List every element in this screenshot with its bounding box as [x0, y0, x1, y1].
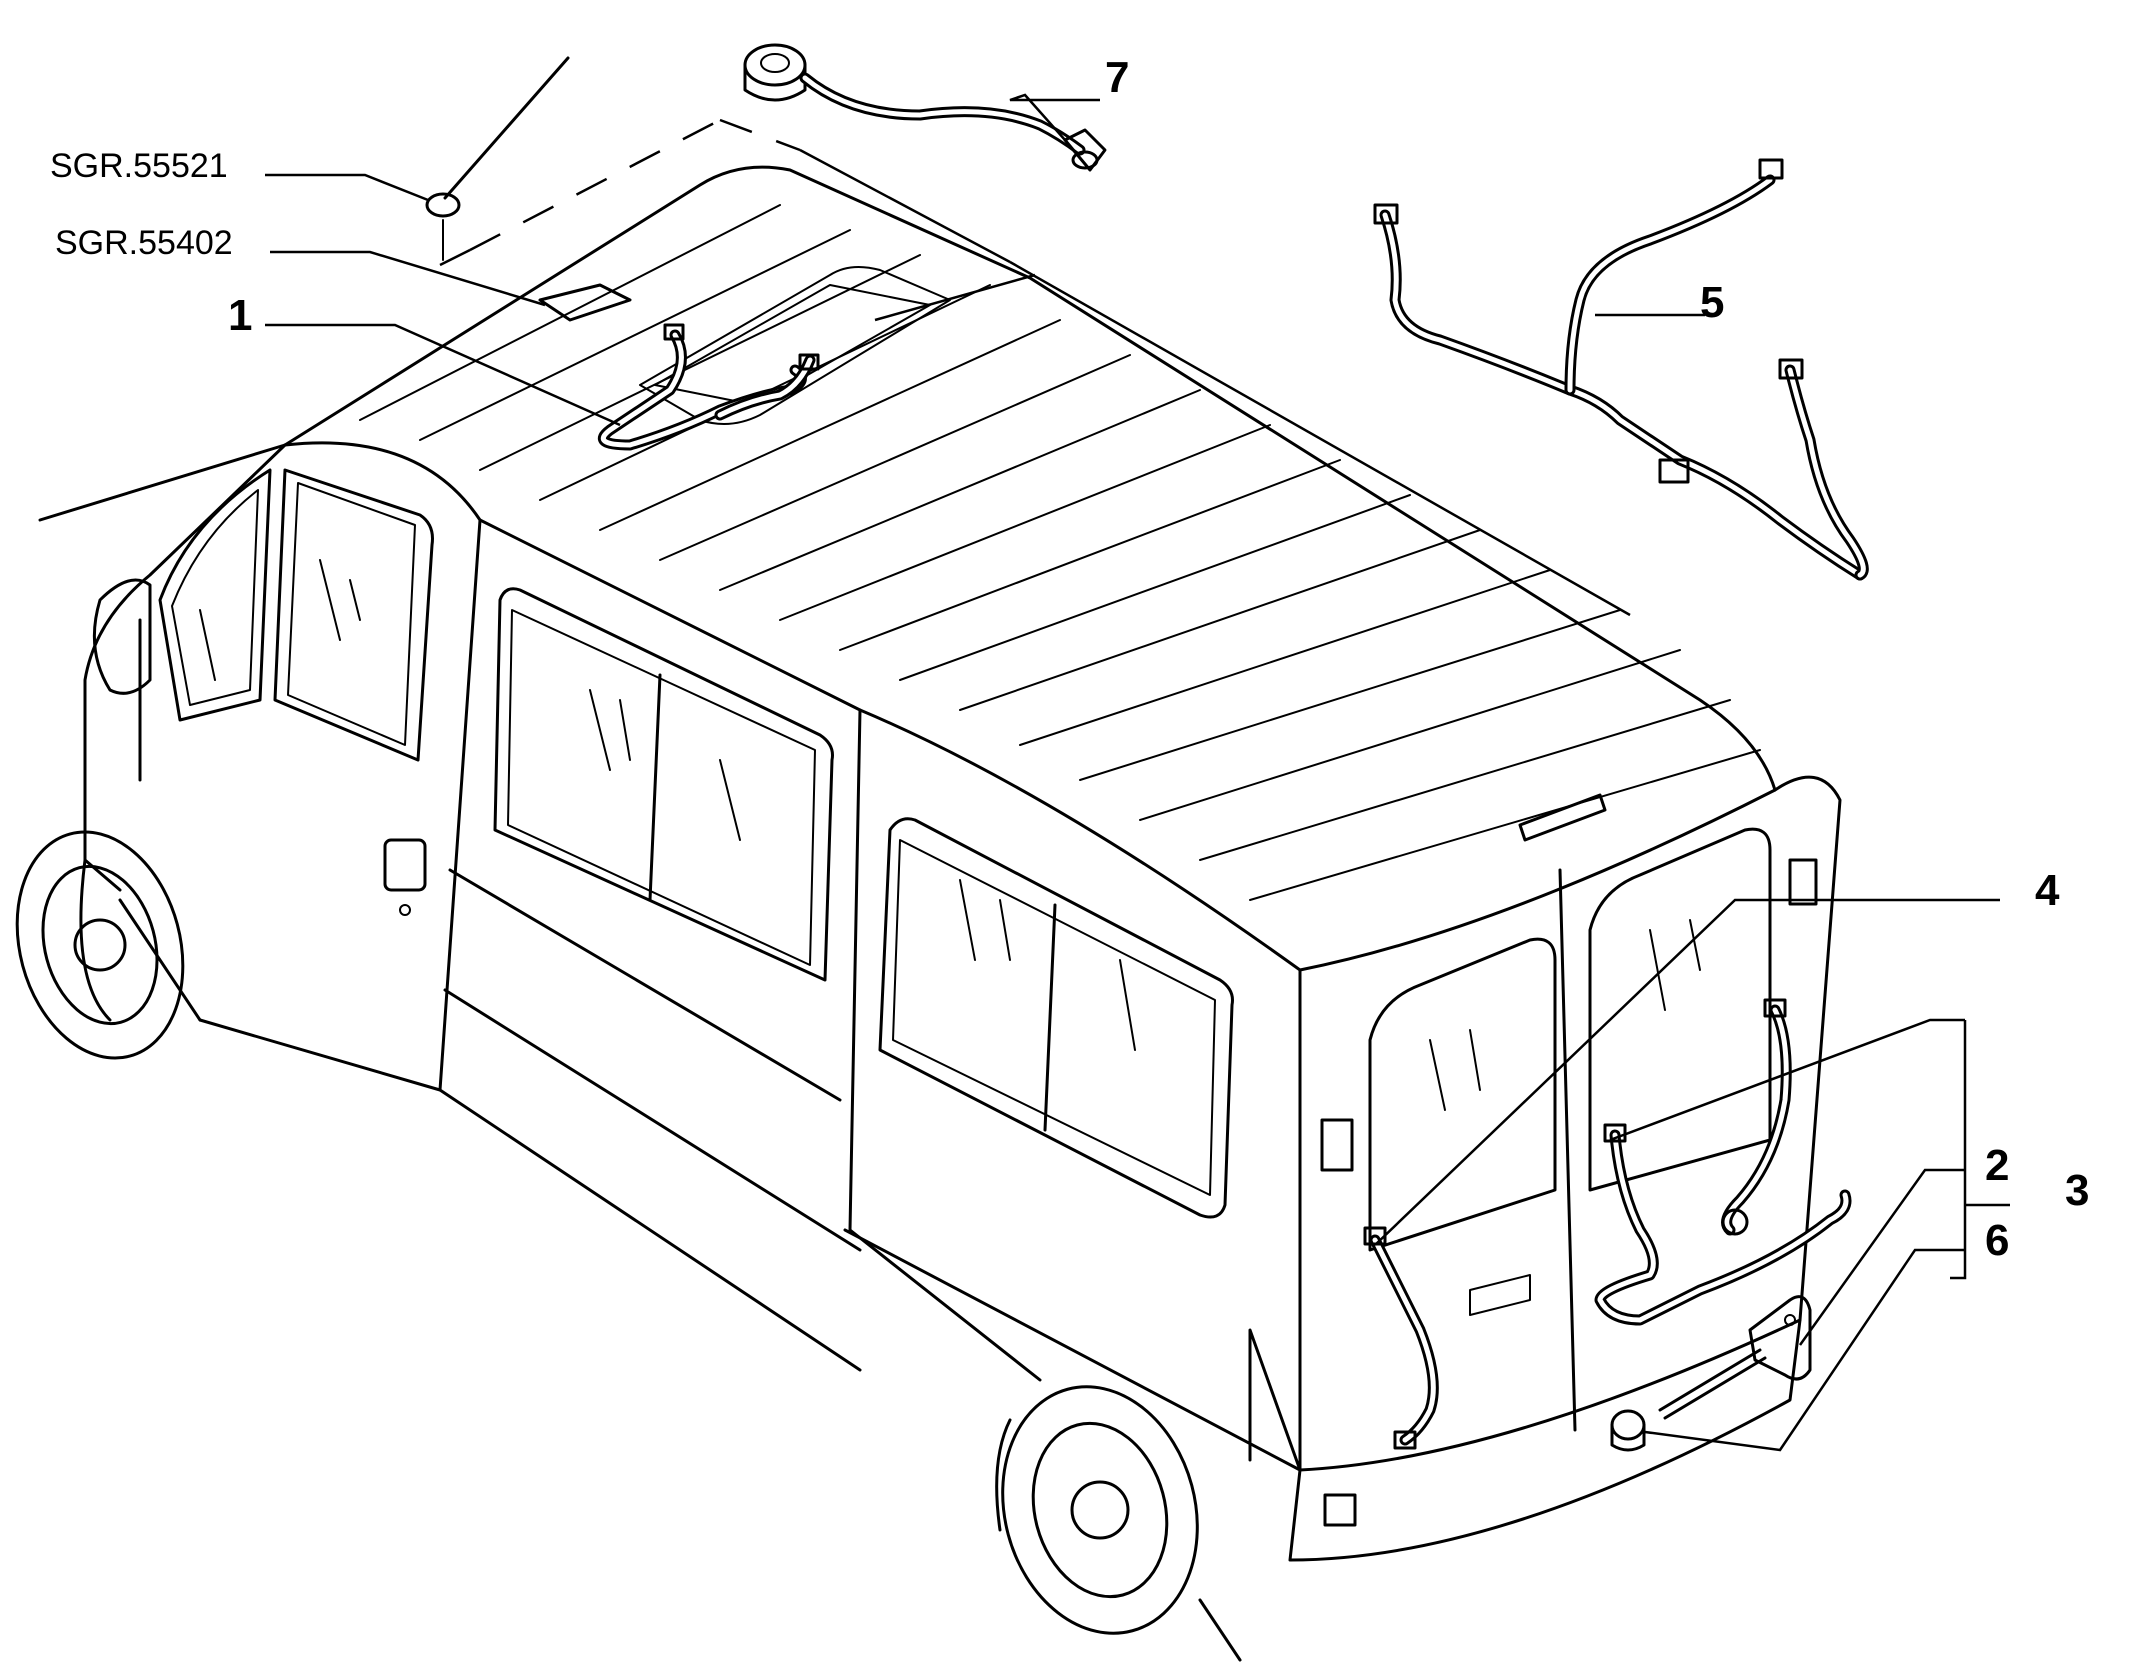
label-ref-antenna: SGR.55521 — [50, 147, 228, 185]
label-part-1: 1 — [228, 291, 252, 340]
roof-projection-lines — [439, 118, 1631, 617]
part-labels: SGR.55521 SGR.55402 1 7 5 4 2 3 6 — [50, 53, 2089, 1265]
label-part-2: 2 — [1985, 1141, 2009, 1190]
roof-module — [538, 283, 632, 322]
label-part-4: 4 — [2035, 866, 2060, 915]
van-body — [15, 165, 1842, 1662]
part-5-harness — [1373, 158, 1869, 581]
part-6-plug — [1610, 1409, 1646, 1452]
part-1-roof-harness — [597, 323, 820, 451]
part-3-tailgate-harness — [1594, 998, 1852, 1326]
part-7-roof-cable — [743, 43, 1107, 172]
leader-lines — [265, 93, 2010, 1452]
label-part-7: 7 — [1105, 53, 1129, 102]
antenna-icon — [425, 56, 570, 261]
label-part-3: 3 — [2065, 1166, 2089, 1215]
label-ref-roof: SGR.55402 — [55, 224, 233, 262]
part-2-lock-actuator — [1658, 1295, 1812, 1420]
part-4-door-harness — [1363, 1226, 1439, 1450]
label-part-5: 5 — [1700, 278, 1724, 327]
label-part-6: 6 — [1985, 1216, 2009, 1265]
